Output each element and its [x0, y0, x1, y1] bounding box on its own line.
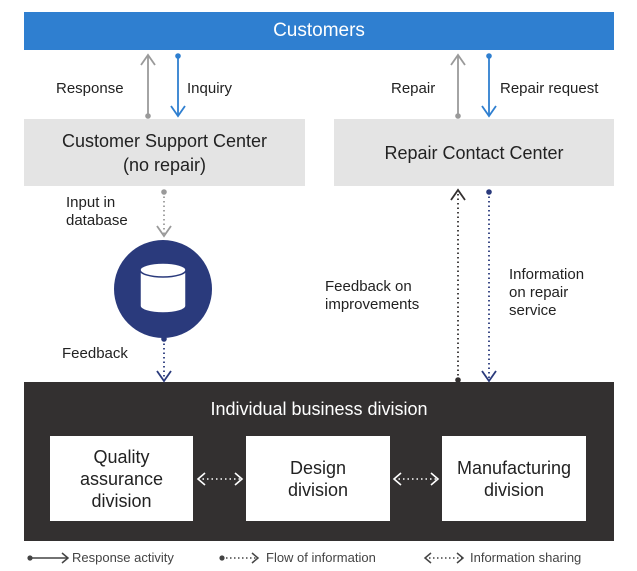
legend-response-activity-label: Response activity: [72, 550, 174, 565]
qa-design-sharing-arrow: [196, 472, 244, 486]
customers-label: Customers: [273, 20, 365, 41]
customers-bar: Customers: [24, 12, 614, 50]
legend-flow-of-information-symbol: [219, 552, 260, 564]
feedback-improvements-arrow: [450, 188, 466, 383]
repair-arrow: [450, 53, 466, 119]
quality-assurance-division-box: Quality assurance division: [50, 436, 193, 521]
manufacturing-division-box: Manufacturing division: [442, 436, 586, 521]
legend-information-sharing-symbol: [423, 552, 465, 564]
legend-flow-of-information-label: Flow of information: [266, 550, 376, 565]
information-on-repair-service-label: Information on repair service: [509, 266, 585, 319]
manufacturing-division-label: Manufacturing division: [456, 457, 572, 500]
response-arrow: [140, 53, 156, 119]
legend-information-sharing-label: Information sharing: [470, 550, 582, 565]
inquiry-arrow: [170, 53, 186, 118]
repair-contact-center: Repair Contact Center: [334, 119, 614, 186]
database-icon: [114, 240, 212, 338]
repair-label: Repair: [391, 80, 436, 97]
repair-request-arrow: [481, 53, 497, 118]
feedback-on-improvements-label: Feedback on improvements: [325, 278, 420, 313]
feedback-arrow: [156, 336, 172, 383]
customer-support-center-label: Customer Support Center (no repair): [61, 130, 268, 175]
design-division-box: Design division: [246, 436, 390, 521]
repair-request-label: Repair request: [500, 80, 599, 97]
quality-assurance-division-label: Quality assurance division: [79, 446, 164, 511]
individual-business-division-title: Individual business division: [210, 399, 428, 419]
design-division-label: Design division: [287, 457, 349, 500]
customer-support-center: Customer Support Center (no repair): [24, 119, 305, 186]
inquiry-label: Inquiry: [187, 80, 233, 97]
legend-response-activity-symbol: [27, 552, 70, 564]
repair-information-arrow: [481, 189, 497, 383]
input-database-arrow: [156, 189, 172, 238]
response-label: Response: [56, 80, 124, 97]
design-manufacturing-sharing-arrow: [392, 472, 440, 486]
input-in-database-label: Input in database: [66, 194, 128, 229]
feedback-label: Feedback: [62, 345, 128, 362]
repair-contact-center-label: Repair Contact Center: [384, 142, 564, 163]
